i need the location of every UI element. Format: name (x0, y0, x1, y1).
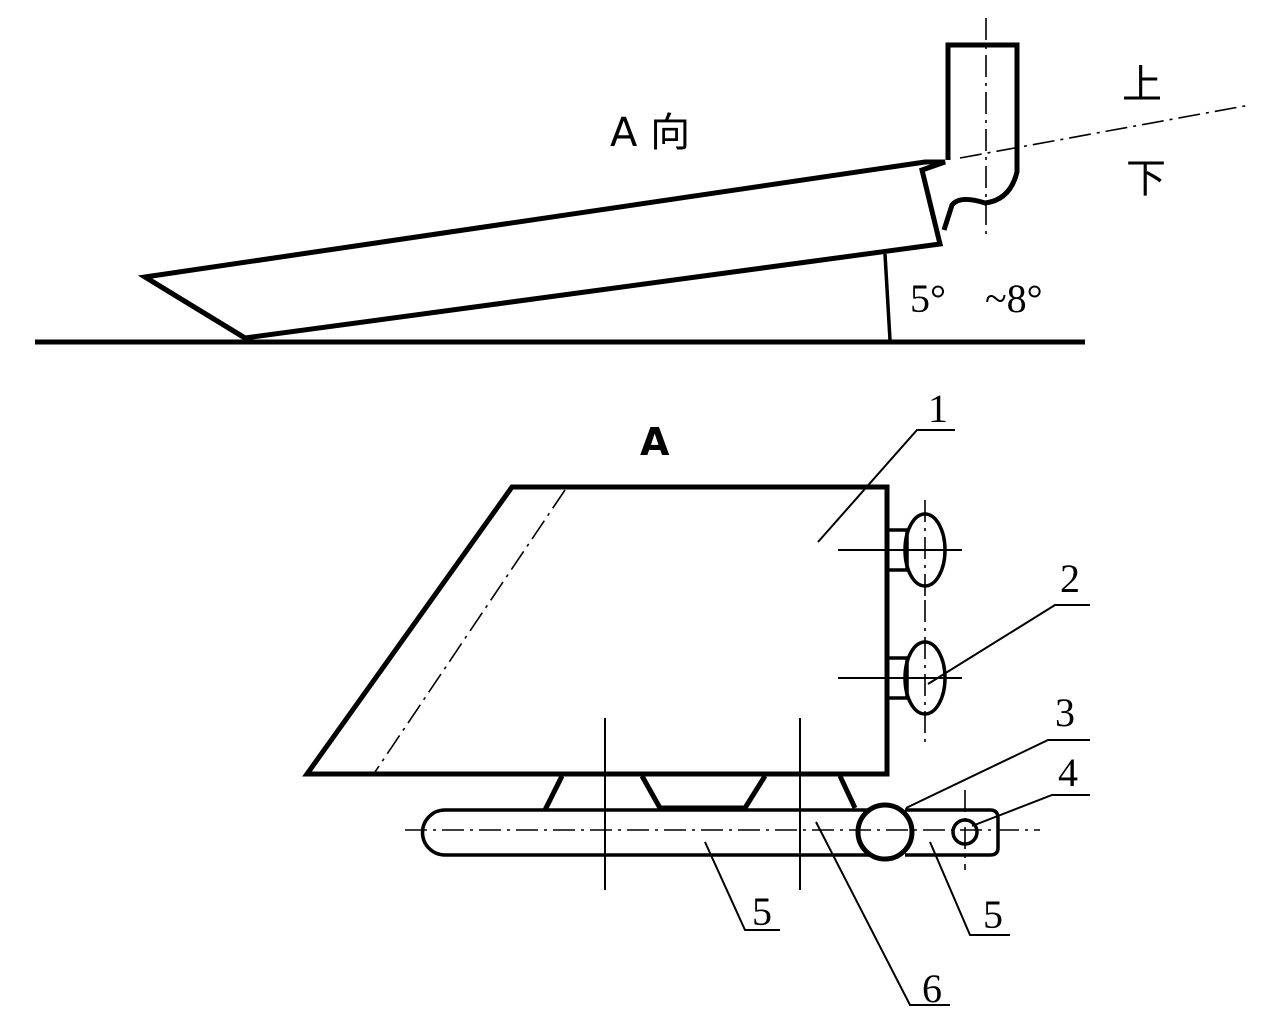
view-a-direction-label: A 向 (610, 110, 690, 156)
up-label: 上 (1122, 62, 1162, 108)
angle-from-label: 5° (910, 276, 946, 321)
main-body (302, 484, 890, 777)
side-view: A 向 上 下 5° ~8° (35, 18, 1251, 345)
hinge-pin (855, 802, 915, 862)
callout-5-right: 5 (983, 892, 1003, 937)
link-bar (420, 808, 870, 857)
leader-2 (927, 604, 1090, 685)
down-label: 下 (1126, 156, 1166, 202)
leader-3 (905, 739, 1090, 809)
callout-1: 1 (928, 386, 948, 431)
angle-dimension-line (883, 253, 892, 341)
bolt-upper (838, 500, 962, 600)
callout-4: 4 (1058, 750, 1078, 795)
callout-2: 2 (1060, 556, 1080, 601)
leader-6 (815, 821, 950, 1006)
leader-4 (971, 794, 1090, 827)
short-link (905, 808, 1000, 857)
callout-6: 6 (922, 966, 942, 1011)
leader-5-left (704, 841, 780, 931)
angle-to-label: ~8° (985, 276, 1043, 321)
callout-3: 3 (1055, 690, 1075, 735)
hidden-edge-line (374, 489, 566, 773)
leader-1 (817, 429, 955, 543)
plan-view: A (302, 386, 1090, 1011)
post-outline (941, 42, 1020, 231)
right-lug-edge (837, 774, 858, 810)
middle-lug (639, 774, 768, 811)
inclined-axis (959, 104, 1251, 159)
leader-5-right (929, 841, 1010, 936)
wedge-body (137, 159, 946, 341)
callout-5-left: 5 (752, 889, 772, 934)
view-a-label: A (640, 420, 670, 464)
left-lug-edge (542, 774, 565, 812)
bolt-lower (838, 600, 962, 742)
wedge-nose-edge (143, 274, 247, 341)
